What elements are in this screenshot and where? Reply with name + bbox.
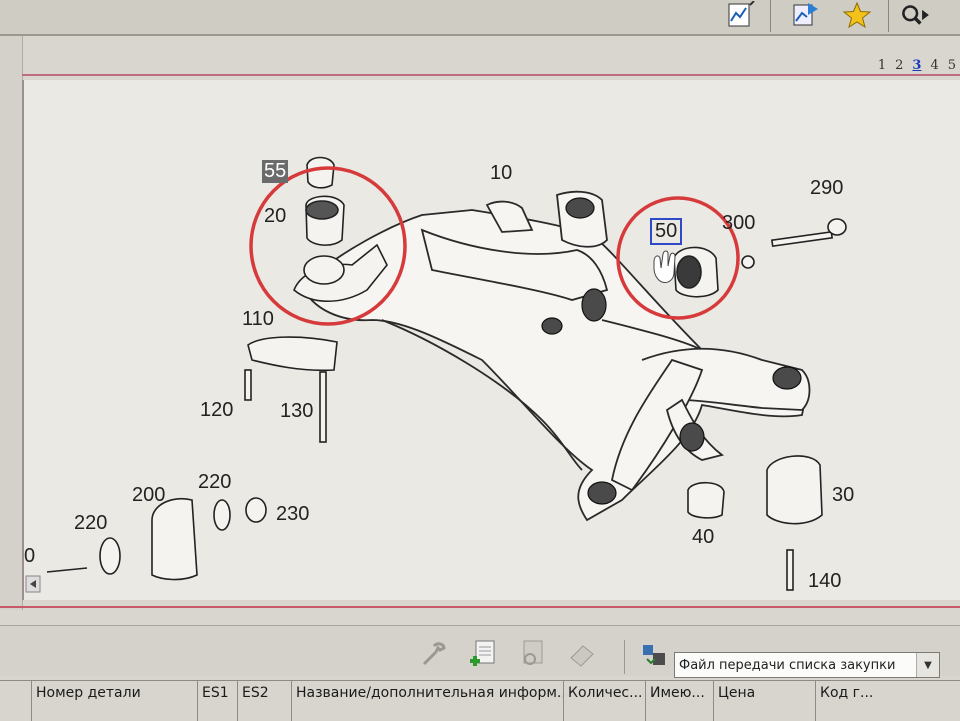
- callout-10[interactable]: 10: [490, 162, 513, 184]
- eraser-icon[interactable]: [566, 638, 598, 670]
- purchase-list-file-dropdown[interactable]: Файл передачи списка закупки ▼: [674, 652, 940, 678]
- diagram-frame-bottom: [0, 606, 960, 608]
- callout-230[interactable]: 230: [276, 503, 310, 525]
- callout-220-upper[interactable]: 220: [198, 471, 232, 493]
- rear-subframe: [300, 190, 811, 522]
- dropdown-selected-value: Файл передачи списка закупки: [679, 657, 896, 673]
- document-graph-icon[interactable]: [724, 0, 758, 30]
- callout-200[interactable]: 200: [132, 484, 166, 506]
- page-link-1[interactable]: 1: [877, 58, 887, 73]
- callout-290[interactable]: 290: [810, 177, 844, 199]
- search-zoom-icon[interactable]: [900, 0, 934, 30]
- subframe-drawing: [25, 156, 847, 593]
- column-header-available[interactable]: Имею...: [646, 680, 714, 721]
- tools-icon[interactable]: [418, 638, 450, 670]
- control-arm-parts: [46, 156, 847, 591]
- callout-110[interactable]: 110: [242, 308, 274, 330]
- callout-30[interactable]: 30: [832, 484, 855, 506]
- left-panel-edge: [0, 0, 23, 610]
- column-header-es2[interactable]: ES2: [238, 680, 292, 721]
- callout-50-selected[interactable]: 50: [650, 218, 683, 245]
- callout-20[interactable]: 20: [264, 205, 287, 227]
- top-toolbar: [0, 0, 960, 34]
- toolbar-divider: [0, 34, 960, 36]
- subframe-bushings: [541, 197, 802, 505]
- column-header-es1[interactable]: ES1: [198, 680, 238, 721]
- column-header-part-number[interactable]: Номер детали: [32, 680, 198, 721]
- callout-120[interactable]: 120: [200, 399, 234, 421]
- bottom-toolbar-divider: [624, 640, 625, 674]
- highlight-circles: [249, 166, 740, 326]
- chevron-down-icon[interactable]: ▼: [916, 653, 939, 677]
- diagram-frame-top: [22, 74, 960, 76]
- page-navigator: 1 2 3 4 5: [878, 58, 960, 80]
- hand-pointer-icon: [653, 250, 676, 283]
- page-link-current[interactable]: 3: [912, 58, 922, 73]
- callout-300[interactable]: 300: [722, 212, 756, 234]
- favorite-star-icon[interactable]: [840, 0, 874, 30]
- highlight-circle-right: [616, 196, 740, 320]
- callout-0-partial[interactable]: 0: [24, 545, 36, 567]
- callout-40[interactable]: 40: [692, 526, 715, 548]
- parts-table-header: Номер детали ES1 ES2 Название/дополнител…: [0, 680, 960, 721]
- callout-55[interactable]: 55: [262, 160, 289, 183]
- callout-220-lower[interactable]: 220: [74, 512, 108, 534]
- transfer-icon[interactable]: [638, 638, 670, 670]
- column-header-code[interactable]: Код г...: [816, 680, 960, 721]
- parts-diagram: 55 20 10 290 300 50 110 120 130 200 220 …: [22, 80, 960, 600]
- scroll-left-arrow-icon[interactable]: [25, 575, 41, 593]
- highlight-circle-left: [249, 166, 407, 326]
- export-chart-icon[interactable]: [788, 0, 822, 30]
- callout-140[interactable]: 140: [808, 570, 842, 592]
- column-header-blank[interactable]: [0, 680, 32, 721]
- add-document-icon[interactable]: [466, 638, 498, 670]
- column-header-price[interactable]: Цена: [714, 680, 816, 721]
- page-link-4[interactable]: 4: [930, 58, 939, 73]
- column-header-quantity[interactable]: Количес...: [564, 680, 646, 721]
- page-link-5[interactable]: 5: [947, 58, 956, 73]
- page-link-2[interactable]: 2: [895, 58, 904, 73]
- search-document-icon[interactable]: [516, 638, 548, 670]
- column-header-name-info[interactable]: Название/дополнительная информ...: [292, 680, 564, 721]
- callout-130[interactable]: 130: [280, 400, 314, 422]
